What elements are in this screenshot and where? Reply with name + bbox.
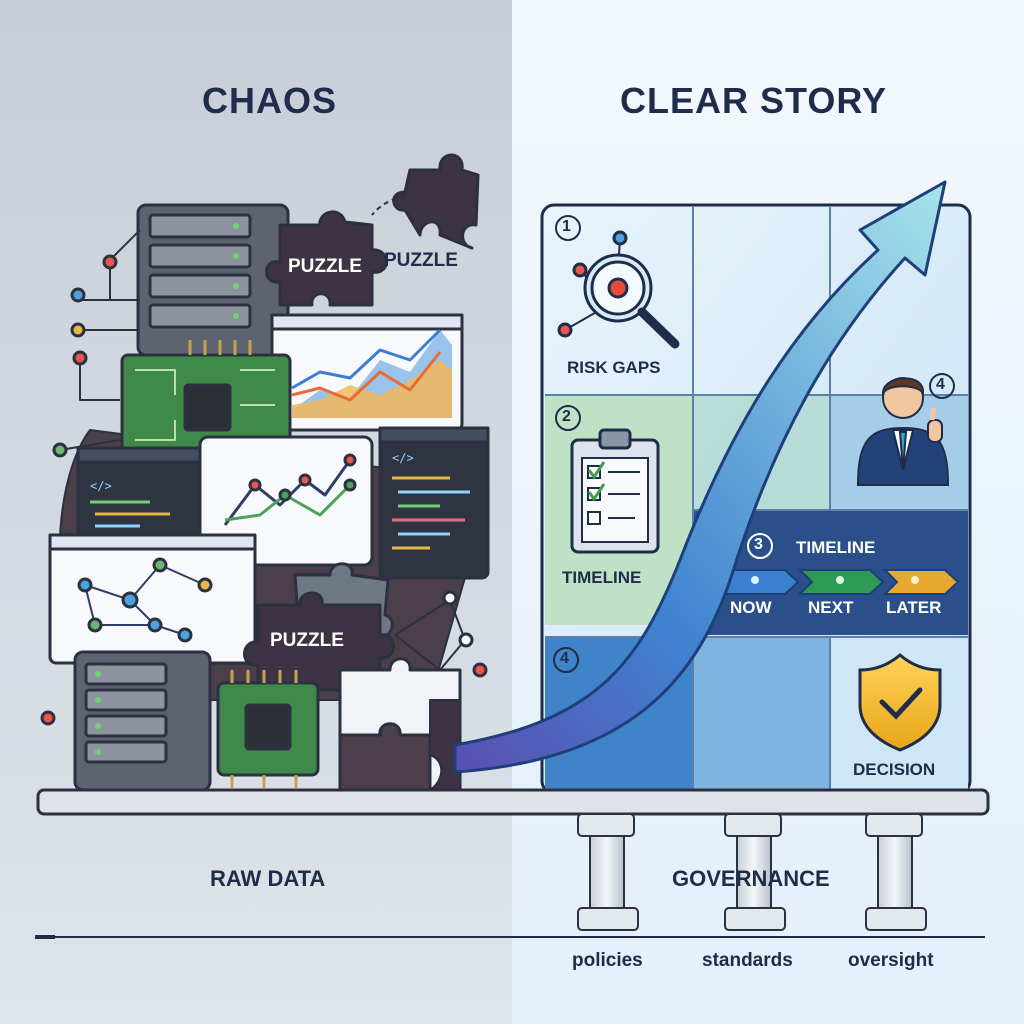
code-window-icon: </>: [76, 446, 215, 540]
shelf: [36, 788, 990, 816]
timeline-phase-next: NEXT: [808, 598, 854, 617]
svg-text:</>: </>: [90, 479, 112, 493]
circuit-board-icon: [120, 340, 292, 457]
shield-check-icon: [858, 653, 942, 752]
step-number: 1: [562, 218, 571, 235]
clipboard-checklist-icon: [570, 428, 660, 554]
puzzle-label: PUZZLE: [270, 630, 344, 651]
line-chart-icon: [198, 435, 374, 567]
puzzle-piece-icon: [265, 210, 388, 307]
pillar-label-standards: standards: [702, 950, 793, 971]
chaos-pile: </> </>: [40, 153, 490, 792]
step-number: 4: [936, 376, 945, 393]
timeline-arrows: [707, 569, 960, 595]
pillar-icon: [865, 813, 927, 931]
decision-label: DECISION: [853, 760, 936, 779]
network-wires: [394, 599, 466, 671]
growth-arrow-icon: [453, 180, 947, 774]
step-number: 4: [560, 650, 569, 667]
chaos-title: CHAOS: [202, 80, 338, 121]
timeline-title: TIMELINE: [796, 538, 876, 557]
clear-story-title: CLEAR STORY: [620, 80, 888, 121]
puzzle-piece-icon: [392, 153, 480, 250]
puzzle-piece-icon: [243, 591, 395, 692]
line-chart-window: [270, 313, 464, 432]
timeline-phase-later: LATER: [886, 598, 942, 617]
pillar-label-oversight: oversight: [848, 950, 934, 971]
code-window-icon: </>: [378, 426, 490, 580]
risk-gaps-label: RISK GAPS: [567, 358, 661, 377]
pillar-label-policies: policies: [572, 950, 643, 971]
pillar-icon: [577, 813, 639, 931]
magnifier-icon: [557, 230, 680, 349]
circuit-board-icon: [216, 670, 320, 788]
network-diagram-window: [48, 533, 257, 665]
pillar-icon: [724, 813, 786, 931]
puzzle-label: PUZZLE: [384, 250, 458, 271]
raw-data-label: RAW DATA: [210, 866, 326, 891]
step-number: 2: [562, 408, 571, 425]
timeline-phase-now: NOW: [730, 598, 772, 617]
puzzle-label: PUZZLE: [288, 256, 362, 277]
step-number: 3: [754, 536, 763, 553]
governance-label: GOVERNANCE: [672, 866, 830, 891]
businessman-thumbs-up-icon: [856, 377, 950, 486]
svg-text:</>: </>: [392, 451, 414, 465]
puzzle-piece-icon: [338, 722, 432, 792]
plan-timeline-label: TIMELINE: [562, 568, 642, 587]
server-icon: [73, 650, 212, 792]
server-icon: [136, 203, 290, 357]
